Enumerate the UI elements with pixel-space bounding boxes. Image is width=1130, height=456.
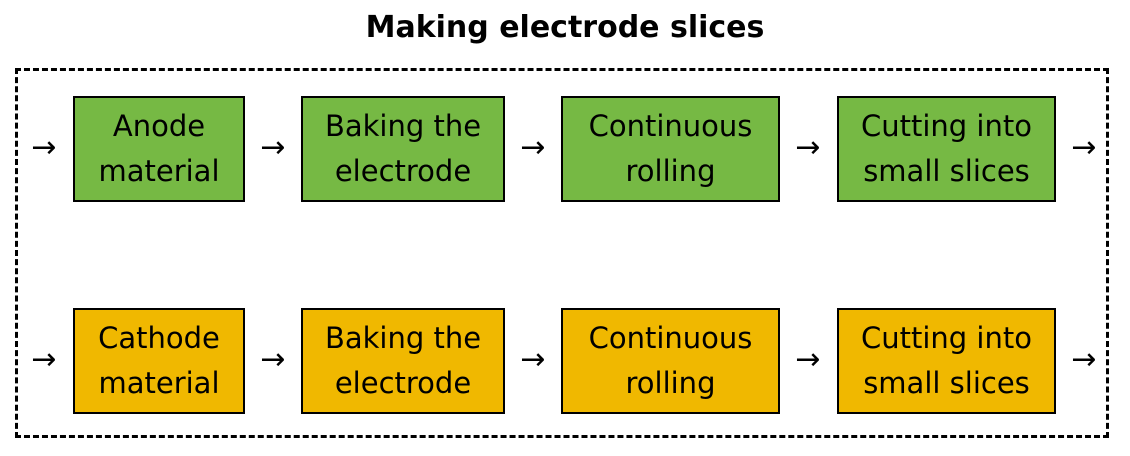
arrow-icon: → xyxy=(260,342,286,377)
cathode-material-step: Cathode material xyxy=(73,308,245,414)
arrow-icon: → xyxy=(31,342,57,377)
anode-material-step: Anode material xyxy=(73,96,245,202)
cathode-rolling-step: Continuous rolling xyxy=(561,308,780,414)
anode-cutting-step: Cutting into small slices xyxy=(837,96,1056,202)
arrow-icon: → xyxy=(31,130,57,165)
arrow-icon: → xyxy=(795,130,821,165)
cathode-cutting-step: Cutting into small slices xyxy=(837,308,1056,414)
arrow-icon: → xyxy=(1071,342,1097,377)
arrow-icon: → xyxy=(520,130,546,165)
cathode-process-row: → Cathode material → Baking the electrod… xyxy=(0,308,1130,414)
diagram-title: Making electrode slices xyxy=(365,10,765,45)
anode-process-row: → Anode material → Baking the electrode … xyxy=(0,96,1130,202)
cathode-baking-step: Baking the electrode xyxy=(301,308,505,414)
arrow-icon: → xyxy=(1071,130,1097,165)
arrow-icon: → xyxy=(520,342,546,377)
anode-rolling-step: Continuous rolling xyxy=(561,96,780,202)
anode-baking-step: Baking the electrode xyxy=(301,96,505,202)
arrow-icon: → xyxy=(260,130,286,165)
arrow-icon: → xyxy=(795,342,821,377)
dashed-frame xyxy=(15,68,1109,438)
